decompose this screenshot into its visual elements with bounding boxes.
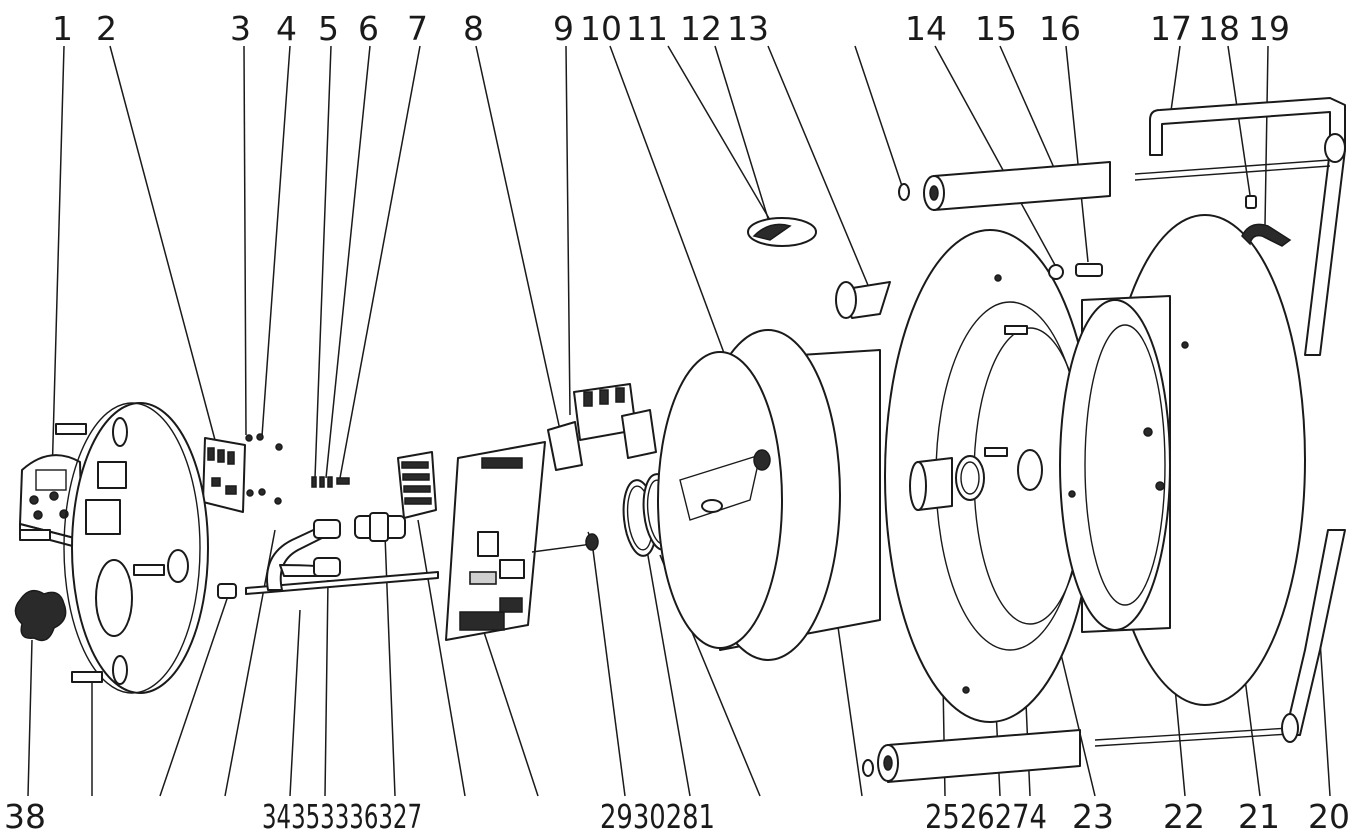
callout-16: 16 <box>1039 9 1081 48</box>
hub <box>909 455 985 511</box>
terminal-block <box>397 451 437 519</box>
cylinder-bottom <box>877 729 1081 783</box>
callout-18: 18 <box>1198 9 1240 48</box>
bottom-callouts: 38 34353336327 2930281 2526274 23 22 21 … <box>4 797 1350 834</box>
washers <box>862 183 910 777</box>
callout-3: 3 <box>230 9 251 48</box>
callout-2: 2 <box>96 9 117 48</box>
callout-14: 14 <box>905 9 947 48</box>
callout-34-37: 34353336327 <box>262 797 422 834</box>
callout-21: 21 <box>1238 797 1280 834</box>
callout-17: 17 <box>1150 9 1192 48</box>
relay-cluster <box>547 383 657 471</box>
callout-9: 9 <box>553 9 574 48</box>
callout-15: 15 <box>975 9 1017 48</box>
inner-drum <box>657 329 881 661</box>
clamp <box>1241 195 1292 247</box>
callout-29-31: 2930281 <box>600 797 715 834</box>
callout-11: 11 <box>626 9 668 48</box>
callout-8: 8 <box>463 9 484 48</box>
callout-23: 23 <box>1072 797 1114 834</box>
spacer <box>217 583 237 599</box>
callout-10: 10 <box>580 9 622 48</box>
bolt <box>984 263 1103 457</box>
callout-24-27: 2526274 <box>925 797 1047 834</box>
callout-5: 5 <box>318 9 339 48</box>
small-screws <box>245 433 350 505</box>
reel-frame <box>1059 214 1306 706</box>
callout-38: 38 <box>4 797 46 834</box>
front-cover <box>19 402 209 694</box>
knob <box>14 589 67 642</box>
callout-22: 22 <box>1163 797 1205 834</box>
callout-1: 1 <box>52 9 73 48</box>
callout-19: 19 <box>1248 9 1290 48</box>
cone-plug <box>835 281 891 319</box>
hose-fitting <box>266 512 406 591</box>
pivot-bar-bottom <box>1094 529 1346 747</box>
control-pcb <box>202 437 246 513</box>
top-leader-lines <box>51 45 1269 479</box>
callout-20: 20 <box>1308 797 1350 834</box>
callout-13: 13 <box>727 9 769 48</box>
tube-rod <box>245 571 439 595</box>
pointer-dial <box>747 217 817 247</box>
callout-6: 6 <box>358 9 379 48</box>
top-callouts: 1 2 3 4 5 6 7 8 9 10 11 12 13 14 15 16 1… <box>52 9 1290 48</box>
callout-12: 12 <box>680 9 722 48</box>
callout-4: 4 <box>276 9 297 48</box>
cylinder-top <box>923 161 1111 211</box>
main-pcb <box>445 441 599 641</box>
callout-7: 7 <box>407 9 428 48</box>
pivot-bar-top <box>1134 97 1346 356</box>
